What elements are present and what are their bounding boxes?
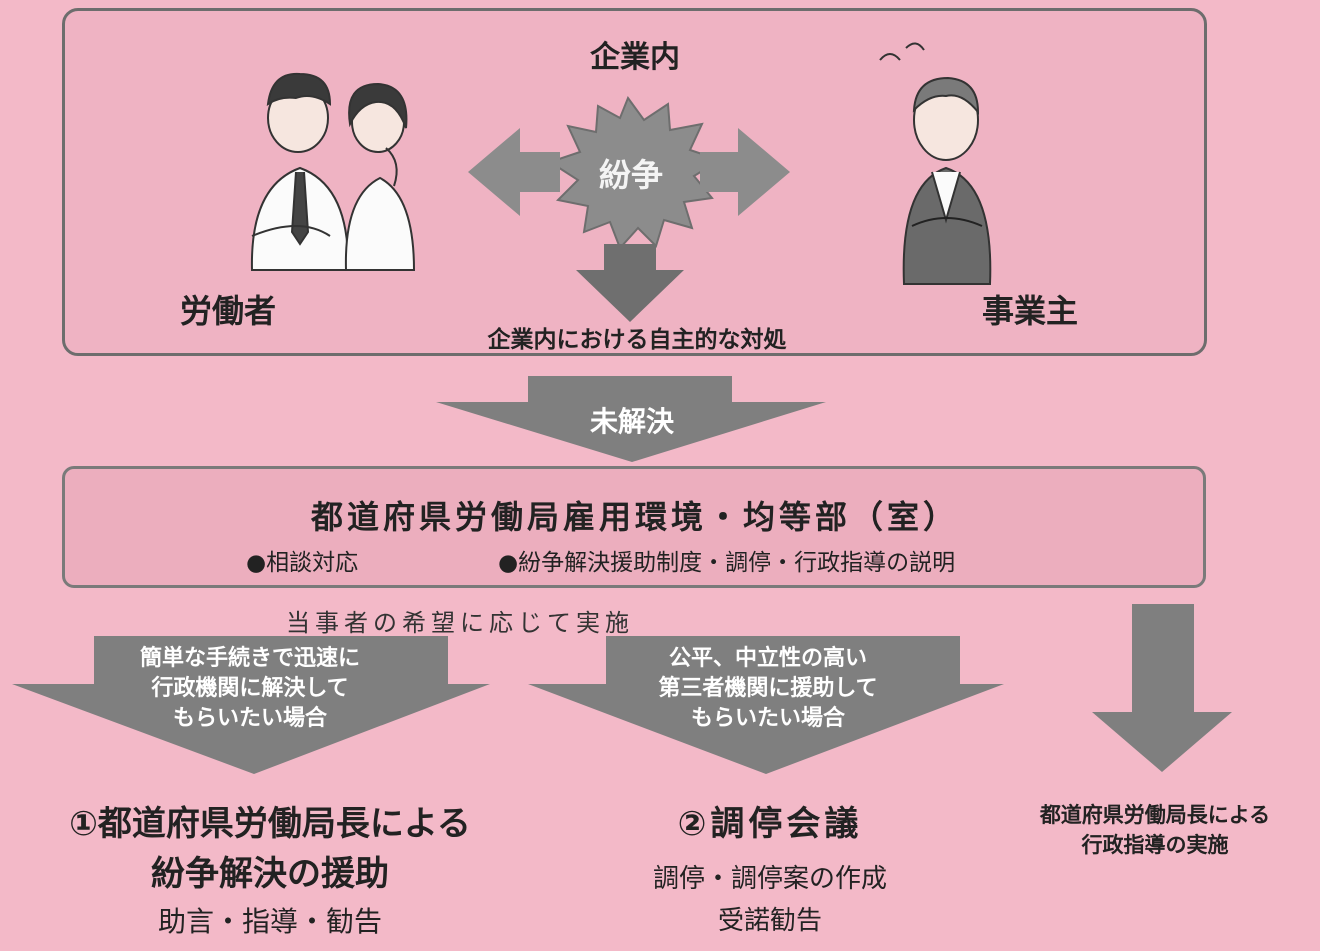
implementation-note: 当事者の希望に応じて実施 <box>286 609 634 637</box>
unresolved-arrow <box>436 376 826 462</box>
mediation-measure-1: 調停・調停案の作成 <box>652 864 887 894</box>
conflict-arrow-right <box>700 128 790 216</box>
labor-bureau-panel <box>62 466 1206 588</box>
guidance-line-1: 都道府県労働局長による <box>1039 803 1271 827</box>
third-party-line-3: もらいたい場合 <box>690 706 845 731</box>
result-dispute-assistance: ①都道府県労働局長による 紛争解決の援助 助言・指導・勧告 <box>60 800 480 944</box>
assistance-title-line-1: ①都道府県労働局長による <box>69 804 471 844</box>
conflict-arrow-left <box>468 128 560 216</box>
third-party-text: 公平、中立性の高い 第三者機関に援助して もらいたい場合 <box>598 644 938 734</box>
guidance-line-2: 行政指導の実施 <box>1081 833 1229 857</box>
quick-resolution-text: 簡単な手続きで迅速に 行政機関に解決して もらいたい場合 <box>80 644 420 734</box>
self-resolution-note: 企業内における自主的な対処 <box>487 327 787 353</box>
quick-resolution-line-1: 簡単な手続きで迅速に <box>139 646 360 671</box>
worker-label: 労働者 <box>180 292 277 330</box>
result-mediation-meeting: ②調停会議 調停・調停案の作成 受諾勧告 <box>590 800 950 940</box>
third-party-line-2: 第三者機関に援助して <box>658 676 878 701</box>
explanation-item: ●紛争解決援助制度・調停・行政指導の説明 <box>498 550 956 576</box>
quick-resolution-line-2: 行政機関に解決して <box>151 676 349 701</box>
quick-resolution-arrow <box>12 636 490 774</box>
dispute-label: 紛争 <box>598 156 663 194</box>
in-company-title: 企業内 <box>590 40 680 75</box>
dispute-burst <box>547 95 723 250</box>
consultation-item: ●相談対応 <box>246 550 359 576</box>
worker-woman-figure <box>344 82 416 271</box>
quick-resolution-line-3: もらいたい場合 <box>172 706 327 731</box>
worker-man-figure <box>250 72 350 271</box>
self-resolution-arrow <box>576 244 684 322</box>
employer-label: 事業主 <box>982 292 1079 330</box>
labor-bureau-title: 都道府県労働局雇用環境・均等部（室） <box>310 498 959 536</box>
administrative-guidance-arrow <box>1092 604 1232 772</box>
assistance-title-line-2: 紛争解決の援助 <box>151 854 389 894</box>
mediation-title: ②調停会議 <box>677 804 863 844</box>
employer-figure <box>879 42 992 285</box>
third-party-arrow <box>528 636 1004 774</box>
unresolved-label: 未解決 <box>589 405 674 438</box>
mediation-measure-2: 受諾勧告 <box>717 906 822 936</box>
result-administrative-guidance: 都道府県労働局長による 行政指導の実施 <box>990 800 1320 860</box>
third-party-line-1: 公平、中立性の高い <box>668 646 867 671</box>
assistance-measures: 助言・指導・勧告 <box>157 905 382 938</box>
